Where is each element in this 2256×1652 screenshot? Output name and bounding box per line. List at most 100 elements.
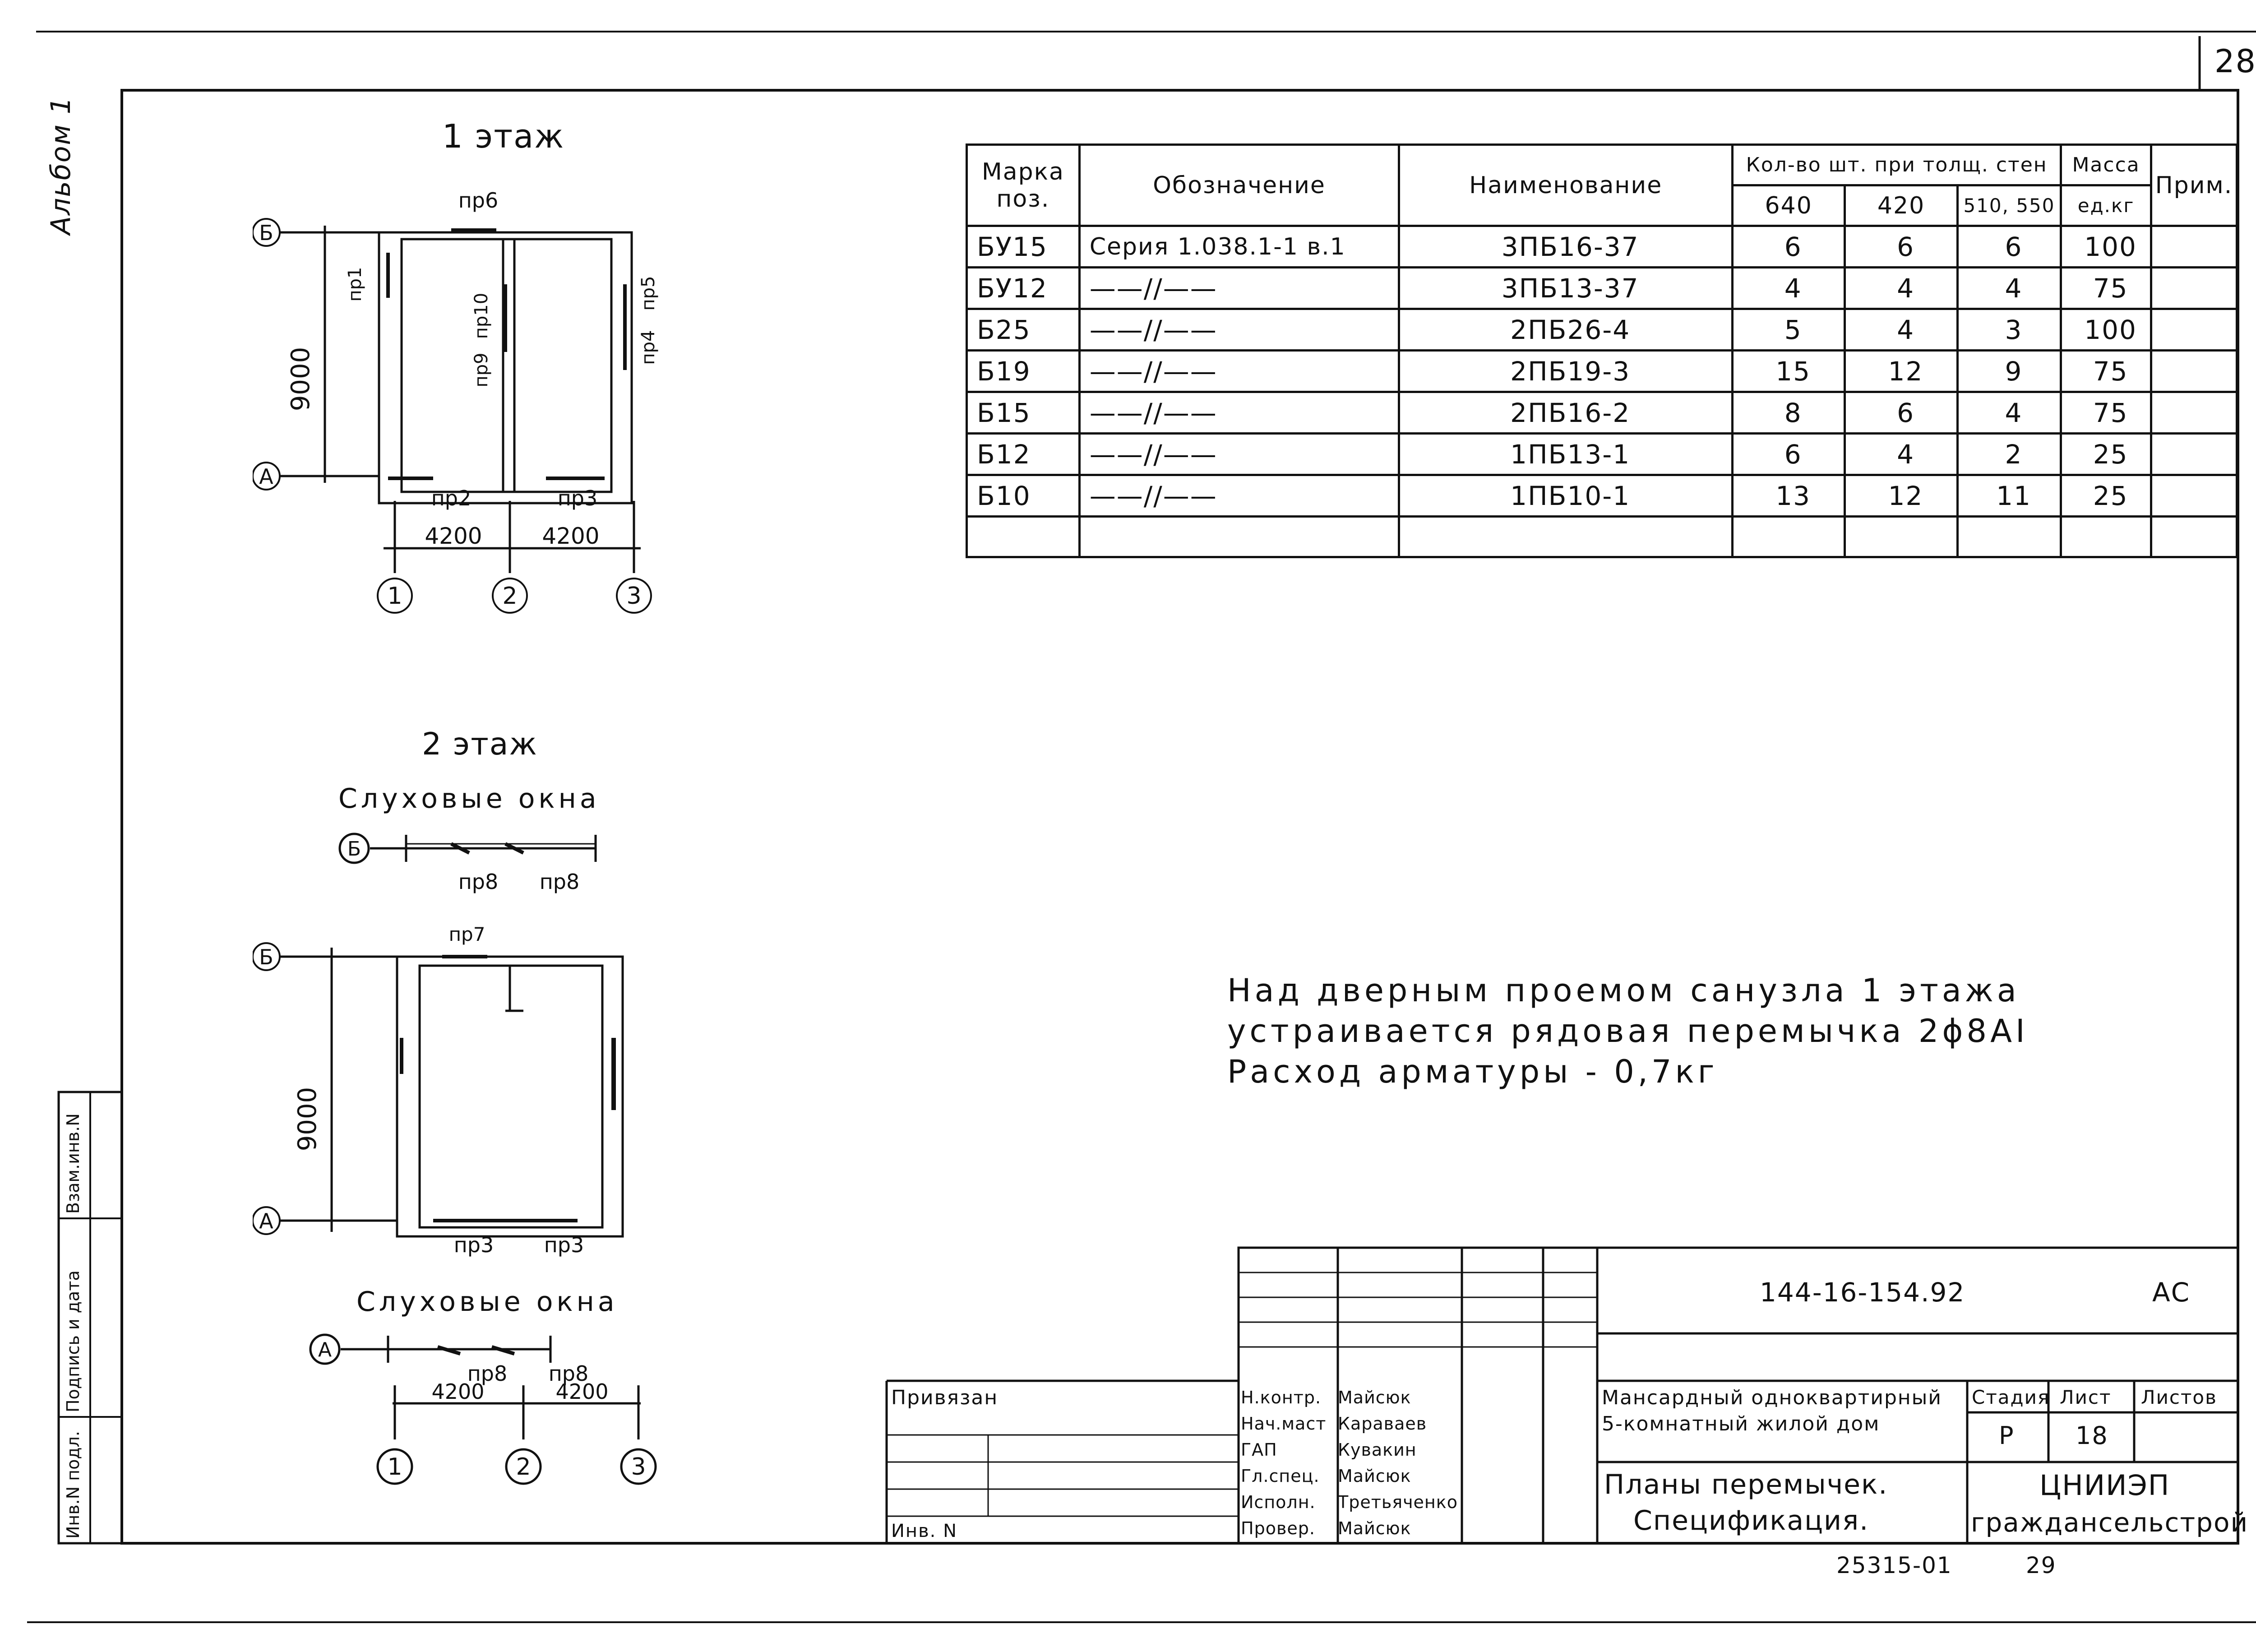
spec-cell-q640: 6 bbox=[1731, 225, 1846, 268]
floor2-dormer-title-top: Слуховые окна bbox=[338, 783, 600, 814]
floor2-dormer-top-axis: Б bbox=[347, 838, 361, 861]
spec-cell-designation: Серия 1.038.1-1 в.1 bbox=[1078, 225, 1401, 268]
spec-cell-note bbox=[2150, 349, 2238, 393]
floor1-lintel-pr3: пр3 bbox=[558, 486, 598, 510]
spec-cell-mark: Б19 bbox=[966, 349, 1081, 393]
spec-cell-q510: 11 bbox=[1956, 474, 2062, 518]
floor1-title: 1 этаж bbox=[442, 117, 565, 155]
floor2-dormer-bottom: А пр8 пр8 4200 4200 1 2 3 bbox=[309, 1333, 657, 1485]
title-role: Исполн. bbox=[1241, 1492, 1316, 1512]
spec-header-note: Прим. bbox=[2150, 143, 2238, 227]
title-role: Нач.маст bbox=[1241, 1414, 1327, 1434]
title-doc-code: 144-16-154.92 bbox=[1760, 1277, 1965, 1308]
floor2-lintel-pr7: пр7 bbox=[449, 923, 485, 945]
spec-cell-designation: ——//—— bbox=[1078, 432, 1401, 476]
title-inv: Инв. N bbox=[891, 1521, 957, 1541]
spec-header-mass-unit: ед.кг bbox=[2060, 184, 2152, 227]
floor2-lintel-pr3-1: пр3 bbox=[454, 1233, 494, 1257]
title-project-2: 5-комнатный жилой дом bbox=[1602, 1412, 1880, 1435]
page-number: 28 bbox=[2214, 43, 2256, 80]
spec-cell-q510: 4 bbox=[1956, 391, 2062, 435]
floor1-lintel-pr10: пр10 bbox=[471, 293, 492, 339]
spec-cell-q420: 4 bbox=[1844, 266, 1959, 310]
floor1-lintel-pr9: пр9 bbox=[471, 353, 492, 388]
floor1-axis-3: 3 bbox=[626, 583, 641, 610]
floor1-span-2: 4200 bbox=[542, 523, 599, 549]
spec-cell-name: 1ПБ13-1 bbox=[1398, 432, 1734, 476]
title-role: ГАП bbox=[1241, 1440, 1277, 1460]
spec-header-mark: Марка поз. bbox=[966, 143, 1081, 227]
title-role-row: Н.контр.Майсюк bbox=[1241, 1384, 1534, 1411]
spec-header-640: 640 bbox=[1731, 184, 1846, 227]
spec-cell-mass: 100 bbox=[2060, 308, 2152, 352]
floor2-dormer-title-bottom: Слуховые окна bbox=[356, 1286, 618, 1318]
spec-cell-mass: 75 bbox=[2060, 266, 2152, 310]
spec-cell-name: 2ПБ26-4 bbox=[1398, 308, 1734, 352]
title-org-2: граждансельстрой bbox=[1971, 1507, 2249, 1538]
floor1-lintel-pr4: пр4 bbox=[638, 330, 659, 365]
floor1-lintel-pr6: пр6 bbox=[458, 188, 499, 213]
title-role-name: Караваев bbox=[1338, 1414, 1427, 1434]
title-attached: Привязан bbox=[891, 1386, 999, 1409]
title-project-1: Мансардный одноквартирный bbox=[1602, 1386, 1942, 1409]
title-role-row: Провер.Майсюк bbox=[1241, 1515, 1534, 1541]
spec-cell-q420: 4 bbox=[1844, 432, 1959, 476]
note-block: Над дверным проемом санузла 1 этажа устр… bbox=[1227, 970, 2029, 1092]
title-sheet-label: Лист bbox=[2060, 1386, 2112, 1408]
title-sheets-label: Листов bbox=[2141, 1386, 2217, 1408]
spec-header-qty: Кол-во шт. при толщ. стен bbox=[1731, 143, 2062, 186]
title-sheet-title-1: Планы перемычек. bbox=[1604, 1469, 1888, 1500]
spec-cell-mass: 25 bbox=[2060, 474, 2152, 518]
spec-cell-q420: 12 bbox=[1844, 474, 1959, 518]
title-role-row: Нач.маст Караваев bbox=[1241, 1411, 1534, 1437]
spec-table: Марка поз. Обозначение Наименование Кол-… bbox=[966, 143, 2238, 558]
title-doc-suffix: АС bbox=[2152, 1277, 2191, 1308]
spec-cell-q640: 5 bbox=[1731, 308, 1846, 352]
spec-cell-note bbox=[2150, 391, 2238, 435]
spec-cell-mark: Б12 bbox=[966, 432, 1081, 476]
floor2-dormer-bottom-lintel-2: пр8 bbox=[549, 1361, 589, 1386]
spec-header-510: 510, 550 bbox=[1956, 184, 2062, 227]
spec-cell-q510: 2 bbox=[1956, 432, 2062, 476]
spec-cell-q420: 6 bbox=[1844, 391, 1959, 435]
title-org-1: ЦНИИЭП bbox=[2039, 1469, 2170, 1502]
floor2-dormer-bottom-lintel-1: пр8 bbox=[467, 1361, 508, 1386]
spec-cell-note bbox=[2150, 266, 2238, 310]
title-role: Гл.спец. bbox=[1241, 1466, 1320, 1486]
title-stage-value: Р bbox=[1999, 1421, 2015, 1450]
title-role-name: Майсюк bbox=[1338, 1388, 1411, 1407]
floor2-dormer-top: Б пр8 пр8 bbox=[338, 833, 597, 894]
spec-header-420: 420 bbox=[1844, 184, 1959, 227]
note-line-1: Над дверным проемом санузла 1 этажа bbox=[1227, 972, 2020, 1009]
floor1-lintel-pr1: пр1 bbox=[345, 267, 365, 302]
spec-cell-mass: 100 bbox=[2060, 225, 2152, 268]
spec-cell-designation: ——//—— bbox=[1078, 266, 1401, 310]
spec-cell-mark: БУ12 bbox=[966, 266, 1081, 310]
spec-empty-row bbox=[966, 515, 2238, 558]
spec-cell-q510: 6 bbox=[1956, 225, 2062, 268]
spec-cell-note bbox=[2150, 474, 2238, 518]
floor2-axis-3: 3 bbox=[631, 1453, 646, 1481]
floor2-height: 9000 bbox=[293, 1087, 322, 1152]
spec-cell-mark: Б15 bbox=[966, 391, 1081, 435]
spec-cell-designation: ——//—— bbox=[1078, 349, 1401, 393]
spec-cell-mark: Б10 bbox=[966, 474, 1081, 518]
spec-cell-q640: 15 bbox=[1731, 349, 1846, 393]
floor1-lintel-pr5: пр5 bbox=[638, 276, 659, 311]
footer-code: 25315-01 bbox=[1836, 1552, 1952, 1578]
title-role-row: Исполн.Третьяченко bbox=[1241, 1489, 1534, 1515]
spec-cell-q640: 6 bbox=[1731, 432, 1846, 476]
floor2-lintel-pr3-2: пр3 bbox=[544, 1233, 584, 1257]
spec-cell-note bbox=[2150, 308, 2238, 352]
title-stage-label: Стадия bbox=[1972, 1386, 2050, 1408]
floor1-axis-b: Б bbox=[259, 221, 273, 245]
title-role-row: Гл.спец.Майсюк bbox=[1241, 1463, 1534, 1489]
spec-cell-name: 3ПБ16-37 bbox=[1398, 225, 1734, 268]
floor1-height: 9000 bbox=[286, 347, 315, 412]
